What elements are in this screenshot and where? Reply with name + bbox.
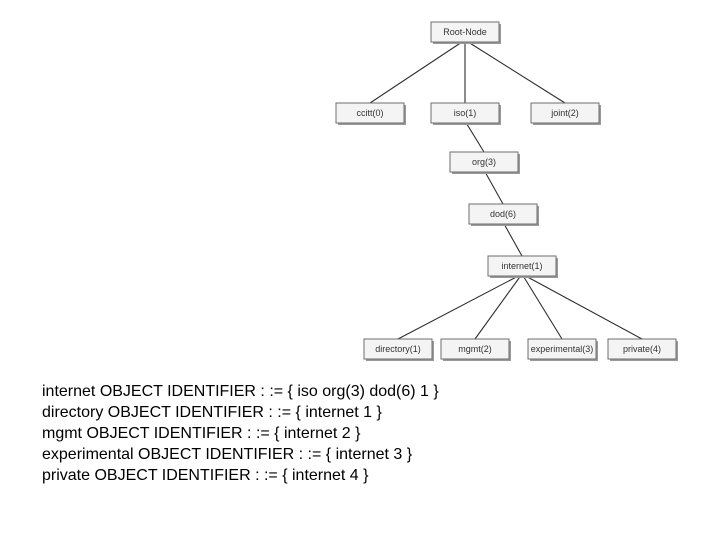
oid-tree-diagram: Root-Node ccitt(0) iso(1) joint(2) org(3…: [335, 21, 678, 361]
tree-node-mgmt: mgmt(2): [440, 338, 511, 361]
edge-root-joint: [464, 39, 566, 104]
edge-dod-internet: [502, 221, 523, 257]
tree-node-org: org(3): [449, 151, 520, 174]
edge-org-dod: [483, 169, 504, 205]
edge-internet-mgmt: [474, 273, 523, 340]
tree-node-dod: dod(6): [468, 203, 539, 226]
node-label-private: private(4): [623, 344, 661, 354]
tree-node-internet: internet(1): [487, 255, 558, 278]
definition-mgmt: mgmt OBJECT IDENTIFIER : := { internet 2…: [42, 425, 361, 442]
node-label-joint: joint(2): [550, 108, 579, 118]
node-label-iso: iso(1): [454, 108, 477, 118]
node-label-org: org(3): [472, 157, 496, 167]
definition-internet: internet OBJECT IDENTIFIER : := { iso or…: [42, 383, 439, 400]
node-label-mgmt: mgmt(2): [458, 344, 492, 354]
node-label-root: Root-Node: [443, 27, 487, 37]
tree-node-ccitt: ccitt(0): [335, 102, 406, 125]
tree-node-root: Root-Node: [430, 21, 501, 44]
tree-node-experimental: experimental(3): [527, 338, 598, 361]
edge-internet-directory: [397, 273, 523, 340]
tree-node-directory: directory(1): [363, 338, 434, 361]
definition-experimental: experimental OBJECT IDENTIFIER : := { in…: [42, 446, 413, 463]
oid-definitions: internet OBJECT IDENTIFIER : := { iso or…: [42, 381, 439, 486]
tree-node-private: private(4): [607, 338, 678, 361]
edge-internet-private: [521, 273, 643, 340]
node-label-dod: dod(6): [490, 209, 516, 219]
edge-root-ccitt: [369, 39, 466, 104]
node-label-ccitt: ccitt(0): [357, 108, 384, 118]
definition-directory: directory OBJECT IDENTIFIER : := { inter…: [42, 404, 382, 421]
tree-node-iso: iso(1): [430, 102, 501, 125]
tree-edges: [369, 39, 643, 340]
edge-iso-org: [464, 120, 485, 153]
definition-private: private OBJECT IDENTIFIER : := { interne…: [42, 467, 369, 484]
node-label-experimental: experimental(3): [531, 344, 594, 354]
edge-internet-experimental: [521, 273, 563, 340]
node-label-internet: internet(1): [501, 261, 542, 271]
node-label-directory: directory(1): [375, 344, 421, 354]
tree-node-joint: joint(2): [530, 102, 601, 125]
